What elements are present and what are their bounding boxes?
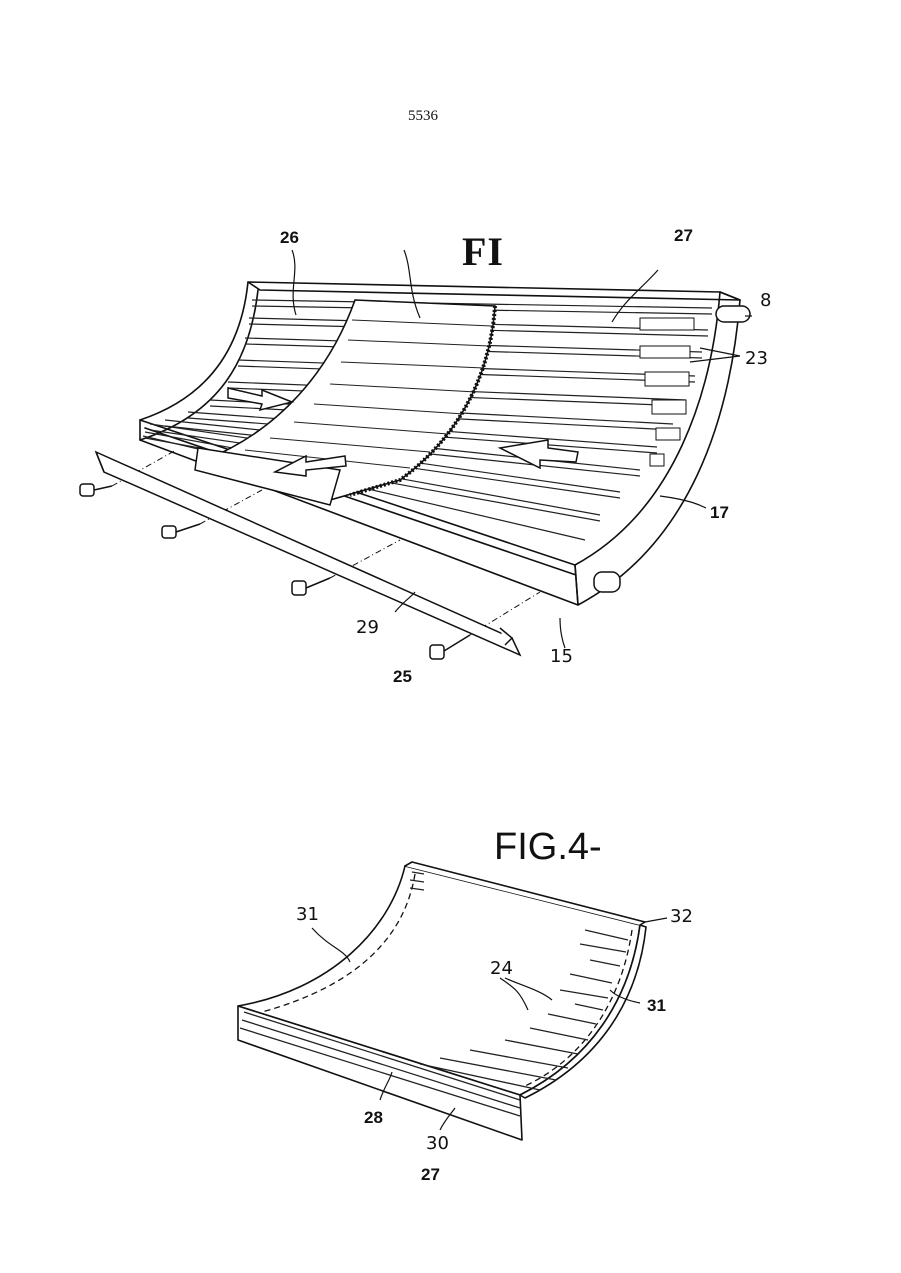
label-31-right: 31	[647, 996, 666, 1016]
figure-title-bottom: FIG.4-	[494, 826, 602, 869]
label-28: 28	[364, 1108, 383, 1128]
label-31-left: 31	[296, 904, 319, 925]
label-32: 32	[670, 906, 693, 927]
label-24: 24	[490, 958, 513, 979]
label-27-bottom: 27	[421, 1165, 440, 1185]
label-30: 30	[426, 1133, 449, 1154]
